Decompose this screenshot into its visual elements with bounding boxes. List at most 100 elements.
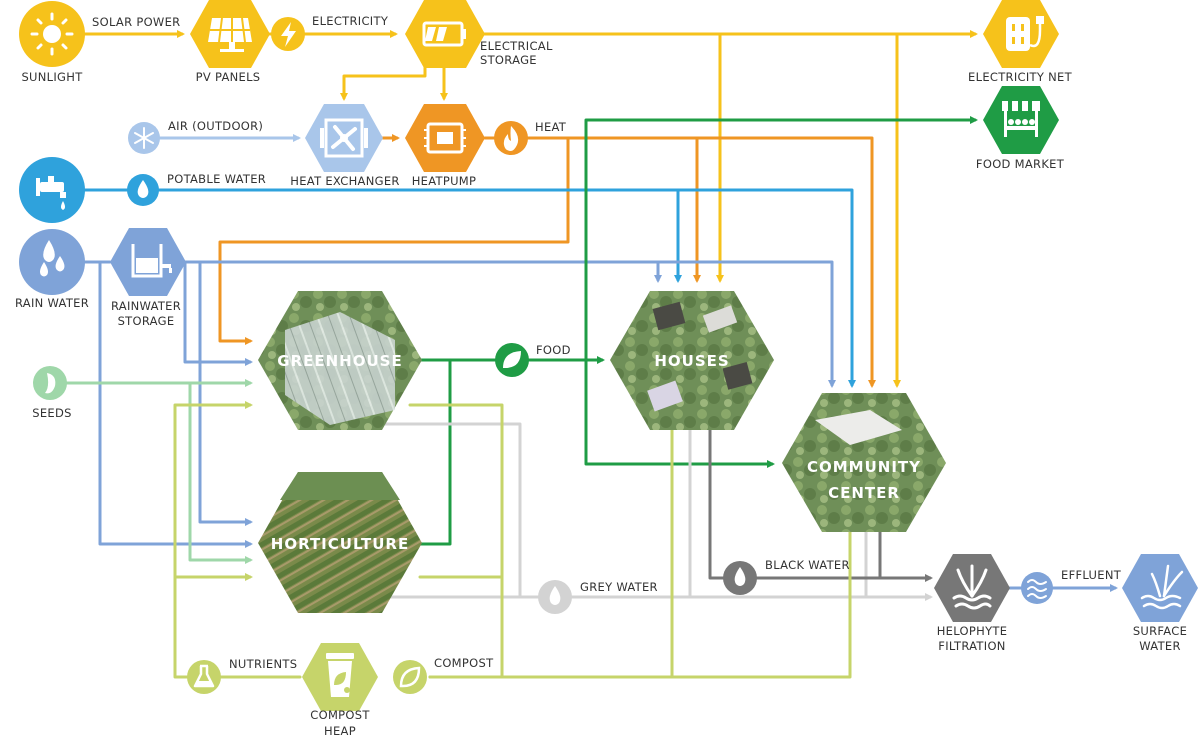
flow-food-horticulture — [418, 358, 452, 546]
seeds-label: SEEDS — [32, 406, 72, 420]
electrical-storage-label-2: STORAGE — [480, 53, 537, 67]
compost-bin-icon — [326, 653, 354, 697]
community-center-node: COMMUNITY CENTER — [782, 393, 946, 532]
water-tank-icon — [131, 244, 172, 278]
horticulture-label: HORTICULTURE — [271, 535, 409, 553]
potable-water-label: POTABLE WATER — [167, 172, 266, 186]
nutrients-node — [187, 660, 221, 694]
effluent-node — [1021, 572, 1053, 604]
flow-heat-greenhouse — [218, 136, 570, 345]
rain-water-flows — [83, 260, 836, 548]
horticulture-node: HORTICULTURE — [258, 472, 422, 613]
houses-node: HOUSES — [610, 291, 774, 430]
flow-food-market — [584, 116, 978, 362]
raindrops-icon — [40, 240, 65, 277]
grey-water-flows — [383, 422, 933, 601]
air-outdoor-node — [128, 122, 160, 154]
surface-water-label-1: SURFACE — [1133, 624, 1187, 638]
effluent-label: EFFLUENT — [1061, 568, 1122, 582]
seed-flows — [60, 379, 253, 564]
electricity-net-node: ELECTRICITY NET — [968, 0, 1073, 84]
faucet-icon — [36, 176, 66, 210]
pv-panels-label: PV PANELS — [196, 70, 261, 84]
flow-houses-compost — [428, 428, 674, 679]
compost-label: COMPOST — [434, 656, 494, 670]
community-center-label-2: CENTER — [828, 484, 900, 502]
greenhouse-label: GREENHOUSE — [277, 352, 402, 370]
leaf-icon — [503, 351, 521, 368]
seed-icon — [45, 373, 56, 394]
heat-exchanger-node: HEAT EXCHANGER — [290, 104, 399, 188]
flow-nutrients-greenhouse — [173, 401, 253, 679]
compost-heap-node: COMPOST HEAP — [302, 643, 378, 738]
food-market-label: FOOD MARKET — [976, 157, 1065, 171]
nutrient-flows — [173, 401, 852, 679]
flow-greenhouse-compost — [408, 403, 504, 679]
community-center-hex — [782, 393, 946, 532]
surface-water-hex — [1122, 554, 1198, 622]
black-water-label: BLACK WATER — [765, 558, 850, 572]
compost-heap-label-1: COMPOST — [310, 708, 370, 722]
grey-water-label: GREY WATER — [580, 580, 658, 594]
black-water-node — [723, 561, 757, 595]
surface-water-label-2: WATER — [1139, 639, 1181, 653]
rainwater-storage-label-1: RAINWATER — [111, 299, 181, 313]
electricity-net-label: ELECTRICITY NET — [968, 70, 1073, 84]
power-outlet-icon — [1006, 16, 1044, 51]
flow-grey-helophyte — [383, 422, 933, 601]
helophyte-label-1: HELOPHYTE — [937, 624, 1008, 638]
compost-circle — [393, 660, 427, 694]
potable-water-drop-node — [127, 174, 159, 206]
rain-water-label: RAIN WATER — [15, 296, 89, 310]
market-stall-icon — [1002, 101, 1040, 137]
heat-flows — [218, 134, 876, 388]
electricity-label: ELECTRICITY — [312, 14, 389, 28]
heatpump-label: HEATPUMP — [412, 174, 477, 188]
black-water-flows — [708, 428, 933, 582]
helophyte-label-2: FILTRATION — [938, 639, 1005, 653]
compost-heap-label-2: HEAP — [324, 724, 356, 738]
flow-seeds-horticulture — [188, 381, 253, 564]
fan-icon — [320, 118, 368, 158]
air-outdoor-label: AIR (OUTDOOR) — [168, 119, 263, 133]
horticulture-trees — [280, 472, 400, 500]
flow-potable-community — [83, 188, 856, 388]
food-label: FOOD — [536, 343, 571, 357]
effluent-circle — [1021, 572, 1053, 604]
chip-icon — [424, 122, 466, 154]
electricity-node — [271, 17, 305, 51]
flow-rain-greenhouse — [183, 260, 253, 366]
rainwater-storage-node: RAINWATER STORAGE — [110, 228, 186, 328]
droplet-icon — [549, 586, 561, 605]
rain-water-circle — [19, 229, 85, 295]
heat-node — [494, 121, 528, 155]
flow-rain-horticulture-2 — [98, 260, 253, 548]
houses-buildings — [647, 301, 753, 412]
flow-black-helophyte — [708, 428, 933, 582]
food-market-node: FOOD MARKET — [976, 86, 1065, 171]
pv-panels-node: PV PANELS — [190, 0, 270, 84]
food-flows — [418, 116, 978, 546]
reed-plant-icon — [952, 564, 992, 610]
battery-icon — [422, 21, 466, 47]
horticulture-hex — [258, 472, 422, 613]
flow-rain-horticulture — [198, 260, 253, 526]
greenhouse-glass — [285, 312, 395, 425]
flow-heat-community — [483, 136, 876, 388]
heat-exchanger-label: HEAT EXCHANGER — [290, 174, 399, 188]
electrical-storage-node: ELECTRICAL STORAGE — [405, 0, 553, 68]
rainwater-storage-label-2: STORAGE — [118, 314, 175, 328]
snowflake-icon — [134, 127, 154, 149]
solar-power-label: SOLAR POWER — [92, 15, 180, 29]
flask-icon — [193, 664, 215, 688]
grey-water-node — [538, 580, 572, 614]
compost-node — [393, 660, 427, 694]
surface-water-node: SURFACE WATER — [1122, 554, 1198, 653]
heat-label: HEAT — [535, 120, 567, 134]
sun-icon — [30, 12, 74, 56]
heatpump-node: HEATPUMP — [405, 104, 485, 188]
greenhouse-node: GREENHOUSE — [258, 291, 422, 430]
droplet-icon — [137, 180, 149, 198]
